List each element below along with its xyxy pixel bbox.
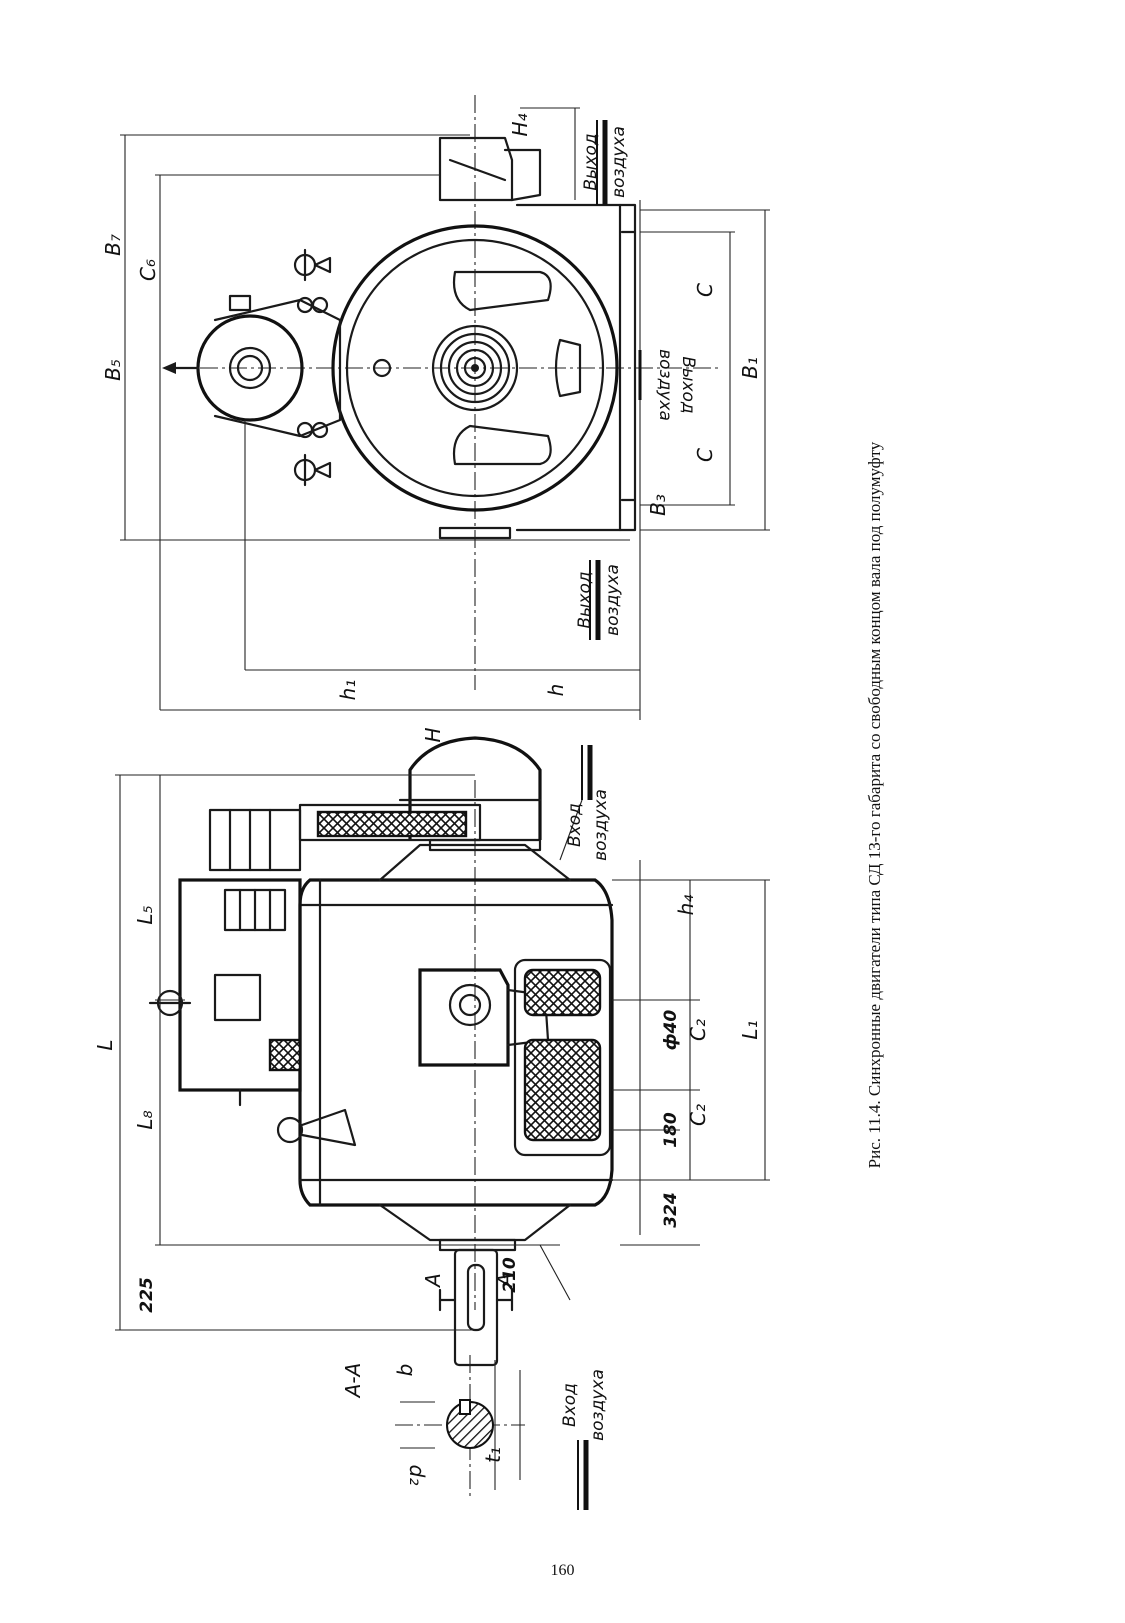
air-inlet-top-line1: Вход [565, 803, 585, 847]
label-L5: L₅ [133, 905, 157, 924]
vent-slot-upper [454, 272, 551, 310]
label-C2-upper: C₂ [686, 1019, 710, 1041]
label-h4-side: h₄ [674, 895, 698, 916]
cooler-mesh [318, 812, 466, 836]
terminal-gland-outer [450, 985, 490, 1025]
exciter-terminal [230, 296, 250, 310]
label-b3: B₃ [646, 494, 670, 516]
label-L1: L₁ [738, 1020, 762, 1039]
exciter-tip [162, 362, 176, 374]
label-b5: B₅ [101, 359, 125, 381]
shaft-key [468, 1265, 484, 1330]
air-outlet-mid-line1: Выход [678, 356, 698, 413]
keyway [460, 1400, 470, 1414]
air-outlet-top-line2: воздуха [609, 126, 629, 198]
exciter-window [215, 975, 260, 1020]
label-b7: B₇ [101, 234, 125, 256]
label-d2: d₂ [405, 1465, 429, 1486]
terminal-gland-inner [460, 995, 480, 1015]
label-section-a-bottom: A [493, 1273, 517, 1289]
side-lifting-bracket [302, 1110, 355, 1145]
side-view: L L₅ L₈ L₁ C₂ C₂ h₄ ф40 180 324 225 210 … [93, 738, 770, 1510]
vent-panel-1 [525, 970, 600, 1015]
label-h4: H₄ [508, 113, 532, 136]
label-section-title: A-A [341, 1363, 365, 1400]
shaft-center [471, 364, 479, 372]
label-C2-lower: C₂ [686, 1104, 710, 1126]
vent-panel-2 [525, 1040, 600, 1140]
air-outlet-top-line1: Выход [581, 133, 601, 190]
vent-slot-lower [454, 426, 551, 464]
label-h1: h₁ [336, 680, 360, 701]
air-inlet-arrow-bottom [540, 1245, 586, 1510]
label-180: 180 [661, 1112, 681, 1148]
label-h: h [544, 684, 568, 697]
label-225: 225 [137, 1277, 157, 1313]
label-t1: t₁ [481, 1447, 505, 1463]
air-inlet-top-line2: воздуха [591, 789, 611, 861]
exciter-vent [270, 1040, 300, 1070]
label-c-upper: C [693, 283, 717, 297]
air-outlet-bottom-line2: воздуха [603, 564, 623, 636]
label-phi40: ф40 [661, 1010, 681, 1051]
lifting-eye-lower [295, 455, 330, 485]
section-view: A-A b t₁ d₂ [341, 1355, 525, 1500]
lifting-eye-upper [295, 250, 330, 280]
air-inlet-bottom-line2: воздуха [588, 1369, 608, 1441]
label-c6: C₆ [136, 259, 160, 281]
air-outlet-bottom-line1: Выход [575, 571, 595, 628]
terminal-box-slant [450, 160, 505, 180]
front-view: B₇ C₆ B₅ H₄ B₁ C C B₃ h₁ h H Выход возду… [101, 95, 770, 743]
air-outlet-mid-line2: воздуха [655, 349, 675, 421]
label-L: L [93, 1039, 117, 1050]
page-number: 160 [0, 1562, 1125, 1580]
section-marker-top [440, 1290, 455, 1310]
label-H: H [421, 727, 445, 742]
label-b: b [393, 1364, 417, 1377]
feet-marks [622, 232, 635, 500]
figure-caption: Рис. 11.4. Синхронные двигатели типа СД … [865, 441, 884, 1168]
shaft-end [455, 1250, 497, 1365]
label-c-lower: C [693, 448, 717, 462]
label-324: 324 [661, 1192, 681, 1228]
air-inlet-bottom-line1: Вход [560, 1383, 580, 1427]
label-L8: L₈ [133, 1110, 157, 1129]
terminal-box-side [420, 970, 508, 1065]
label-section-a-top: A [421, 1273, 445, 1289]
brush-gear-box [210, 810, 300, 870]
label-b1: B₁ [738, 357, 762, 379]
